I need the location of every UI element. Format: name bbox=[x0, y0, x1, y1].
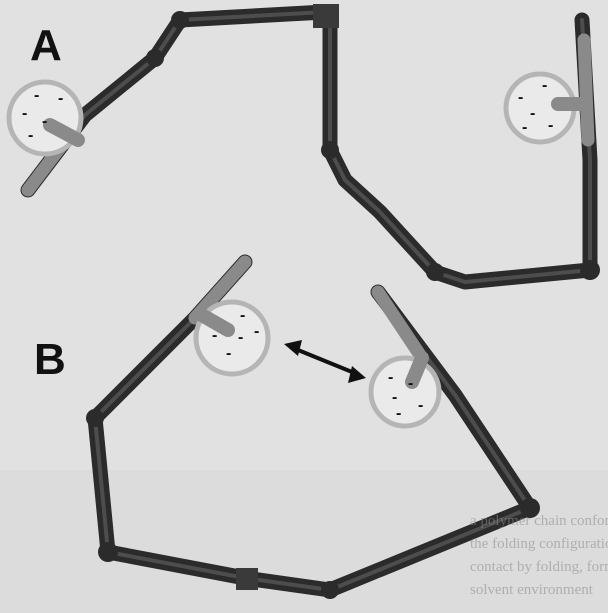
charge-minus: - bbox=[212, 327, 217, 344]
chain-a-joint bbox=[146, 49, 164, 67]
charge-minus: - bbox=[408, 375, 413, 392]
charge-minus: - bbox=[548, 117, 553, 134]
background-shade bbox=[0, 0, 608, 470]
charge-minus: - bbox=[58, 90, 63, 107]
charge-minus: - bbox=[396, 405, 401, 422]
charge-minus: - bbox=[238, 329, 243, 346]
charge-minus: - bbox=[392, 389, 397, 406]
panel-a-right-charge: - - - - - bbox=[503, 71, 593, 145]
chain-a-joint bbox=[426, 263, 444, 281]
panel-b-right-charge: - - - - - bbox=[368, 351, 442, 429]
charge-minus: - bbox=[226, 345, 231, 362]
t-stub bbox=[43, 118, 85, 147]
double-arrow-icon bbox=[284, 340, 366, 383]
charge-minus: - bbox=[34, 87, 39, 104]
charge-minus: - bbox=[530, 105, 535, 122]
charge-minus: - bbox=[522, 119, 527, 136]
panel-b-label: B bbox=[34, 335, 66, 384]
charge-minus: - bbox=[254, 323, 259, 340]
charge-minus: - bbox=[388, 369, 393, 386]
chain-a-joint bbox=[580, 260, 600, 280]
chain-b-joint bbox=[236, 568, 258, 590]
chain-a-right-end bbox=[577, 33, 595, 147]
chain-b-joint bbox=[520, 498, 540, 518]
chain-b-joint bbox=[98, 542, 118, 562]
charge-minus: - bbox=[28, 127, 33, 144]
chain-b-joint bbox=[86, 409, 104, 427]
t-stub bbox=[193, 307, 235, 337]
chain-a-joint bbox=[321, 141, 339, 159]
bleed-through-text: a polymer chain conformation with two ch… bbox=[470, 513, 608, 598]
t-stub bbox=[405, 351, 429, 389]
panel-b-chain bbox=[86, 254, 540, 599]
chain-b-right-end bbox=[371, 285, 427, 362]
panel-a-label: A bbox=[30, 21, 62, 70]
panel-a-left-charge: - - - - - bbox=[6, 79, 85, 157]
charge-circle bbox=[368, 355, 442, 429]
charge-minus: - bbox=[22, 105, 27, 122]
charge-minus: - bbox=[240, 307, 245, 324]
chain-a-joint bbox=[313, 4, 339, 28]
chain-a-joint bbox=[171, 11, 189, 29]
charge-minus: - bbox=[518, 89, 523, 106]
bleed-line-4: solvent environment bbox=[470, 582, 594, 598]
bleed-line-3: contact by folding, forming a closed loo… bbox=[470, 559, 608, 575]
panel-a-chain bbox=[20, 4, 600, 290]
chain-b-joint bbox=[321, 581, 339, 599]
panel-b-left-charge: - - - - - bbox=[193, 299, 271, 377]
bleed-line-1: a polymer chain conformation with two ch… bbox=[470, 513, 608, 529]
charge-minus: - bbox=[542, 77, 547, 94]
charge-minus: - bbox=[418, 397, 423, 414]
charge-minus: - bbox=[42, 113, 47, 130]
bleed-line-2: the folding configuration the charged en… bbox=[470, 536, 608, 552]
